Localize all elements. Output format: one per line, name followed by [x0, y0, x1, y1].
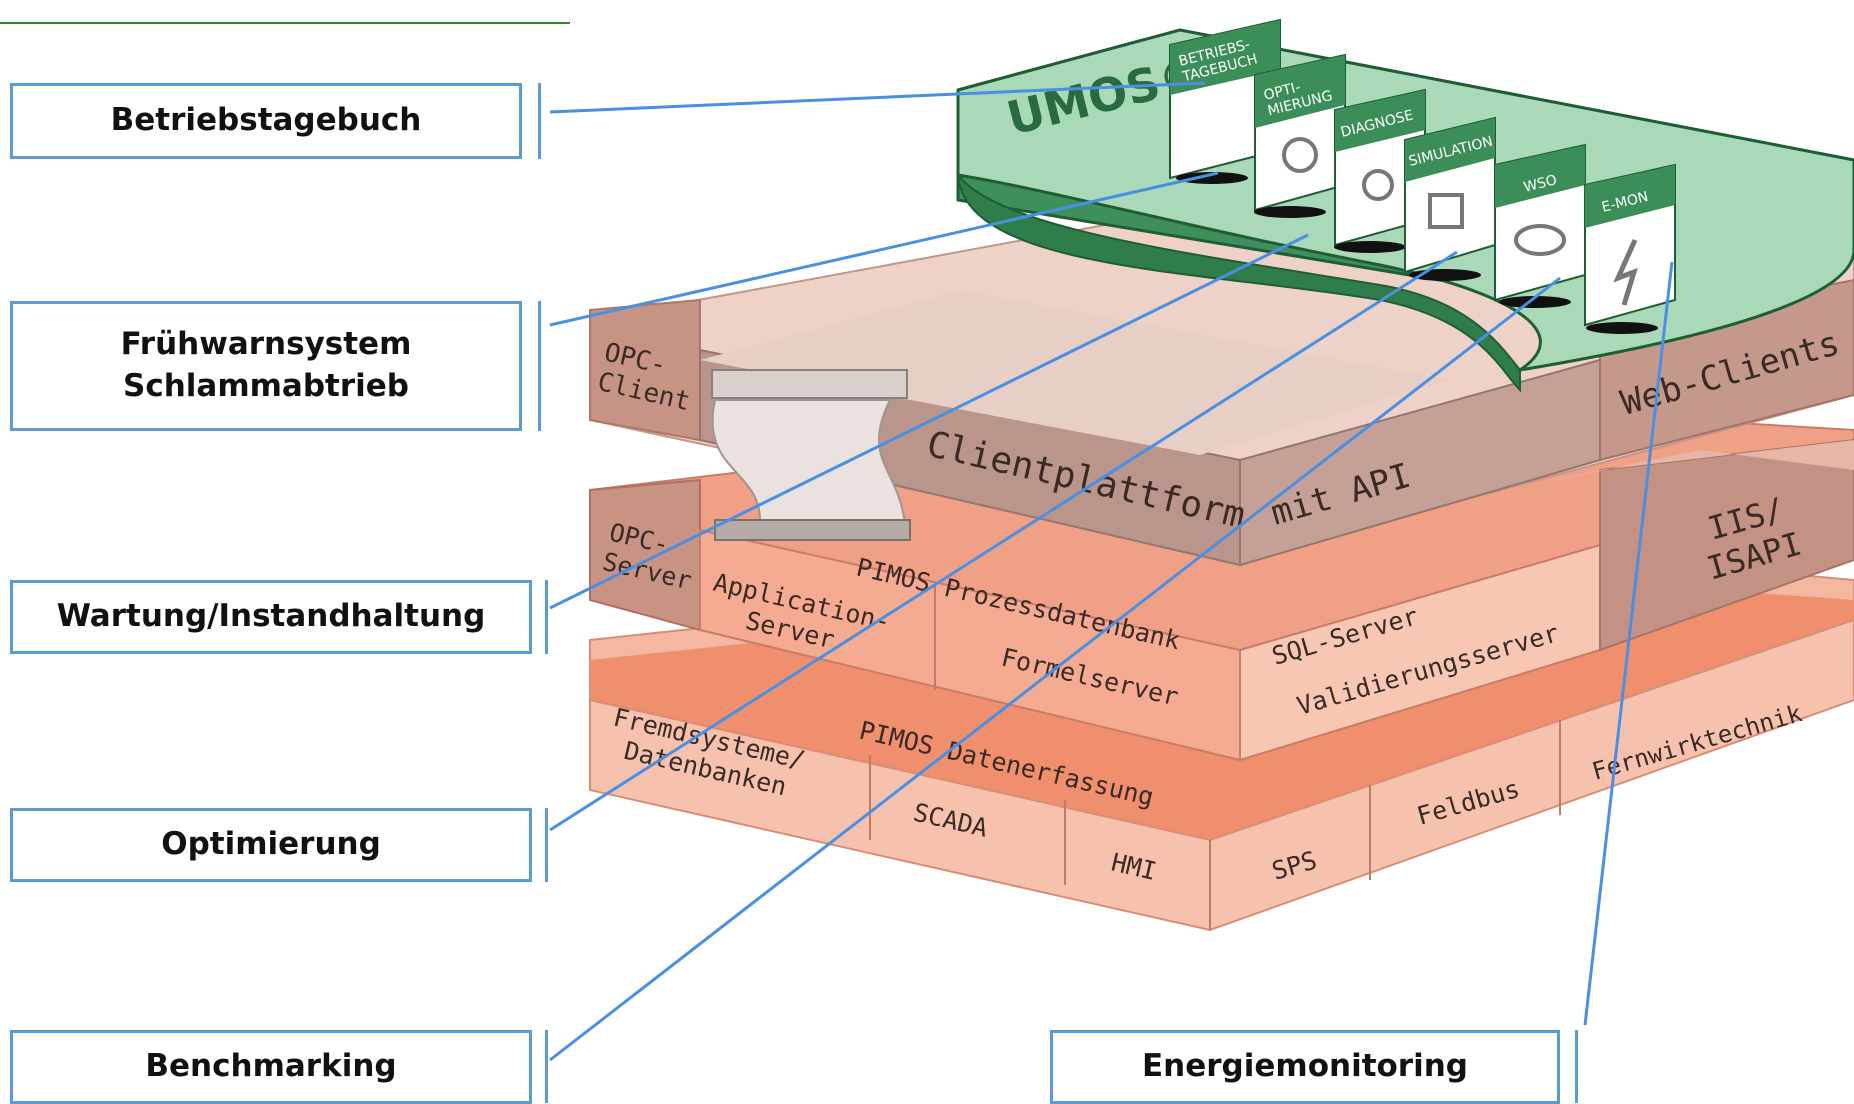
- leader-wartung: [549, 233, 1309, 610]
- tab-wso: WSO: [1494, 143, 1586, 308]
- tab-optimierung: OPTI-MIERUNG: [1254, 53, 1346, 218]
- cable-graphic: [711, 369, 911, 541]
- leader-fruehwarnsystem: [549, 171, 1219, 327]
- leader-energiemonitoring: [1583, 261, 1674, 1026]
- callout-tick: [538, 83, 541, 159]
- callout-benchmarking-text: Benchmarking: [145, 1048, 397, 1085]
- callout-fruehwarnsystem: Frühwarnsystem Schlammabtrieb: [10, 301, 522, 431]
- callout-lines: [549, 81, 1674, 1062]
- callout-energiemonitoring: Energiemonitoring: [1050, 1030, 1560, 1104]
- callout-tick: [545, 580, 548, 654]
- callout-wartung-text: Wartung/Instandhaltung: [56, 598, 486, 635]
- svg-text:WSO: WSO: [1522, 172, 1559, 196]
- leader-betriebstagebuch: [549, 81, 1206, 114]
- callout-fruehwarnsystem-text: Frühwarnsystem Schlammabtrieb: [120, 326, 412, 404]
- callout-energiemonitoring-text: Energiemonitoring: [1142, 1048, 1468, 1085]
- tab-e-mon: E-MON: [1584, 163, 1676, 334]
- callout-benchmarking: Benchmarking: [10, 1030, 532, 1104]
- callout-tick: [545, 808, 548, 882]
- callout-optimierung-text: Optimierung: [161, 826, 381, 863]
- svg-text:OPTI-MIERUNG: OPTI-MIERUNG: [1262, 72, 1334, 119]
- module-tabs: BETRIEBS-TAGEBUCH OPTI-MIERUNG DIAGNOSE …: [1169, 18, 1676, 334]
- tab-simulation: SIMULATION: [1404, 116, 1496, 281]
- svg-text:IIS/ ISAPI: IIS/ ISAPI: [1692, 485, 1817, 588]
- server-layer: [589, 398, 1854, 762]
- callout-wartung: Wartung/Instandhaltung: [10, 580, 532, 654]
- callout-tick: [1575, 1030, 1578, 1103]
- leader-optimierung: [549, 250, 1458, 832]
- callout-tick: [545, 1030, 548, 1103]
- callout-optimierung: Optimierung: [10, 808, 532, 882]
- callout-betriebstagebuch: Betriebstagebuch: [10, 83, 522, 159]
- leader-benchmarking: [549, 276, 1561, 1062]
- callout-tick: [538, 301, 541, 431]
- callout-betriebstagebuch-text: Betriebstagebuch: [110, 102, 422, 139]
- title-underline: [0, 22, 570, 24]
